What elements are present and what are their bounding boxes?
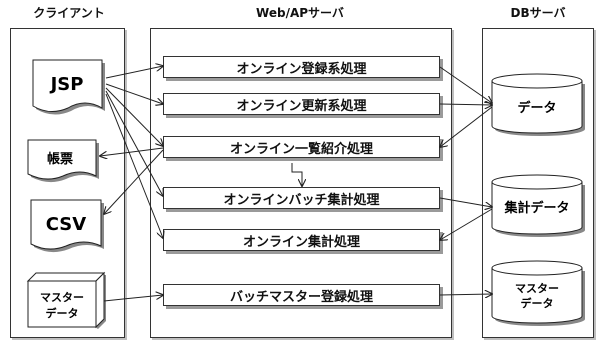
report-label: 帳票 (47, 151, 73, 167)
web-column-title: Web/APサーバ (256, 6, 344, 20)
master-data-label-2: データ (46, 306, 79, 320)
master-data-label-1: マスター (40, 291, 84, 304)
arrow-db-to-summary (440, 208, 493, 240)
db-summary-label: 集計データ (503, 200, 569, 216)
csv-label: CSV (46, 214, 87, 235)
arrow-update-to-db (439, 104, 492, 105)
jsp-document: JSP (32, 59, 105, 115)
db-column-title: DBサーバ (510, 6, 566, 20)
db-summary-cylinder: 集計データ (491, 174, 585, 237)
process-online-update: オンライン更新系処理 (163, 93, 440, 115)
arrow-jsp-to-list (105, 87, 163, 146)
process-online-list: オンライン一覧紹介処理 (163, 136, 440, 158)
jsp-label: JSP (49, 74, 84, 95)
db-data-label: データ (517, 100, 556, 116)
process-batch-master-register: バッチマスター登録処理 (163, 284, 440, 306)
db-data-cylinder: データ (491, 73, 585, 136)
arrow-jsp-to-summary (105, 93, 163, 238)
csv-document: CSV (30, 199, 104, 253)
arrow-register-to-db (439, 66, 492, 103)
arrow-list-to-batch-summary (291, 163, 302, 186)
process-online-batch-summary: オンラインバッチ集計処理 (163, 187, 440, 209)
db-master-label-1: マスター (515, 282, 559, 295)
arrow-master-to-batch-master (103, 295, 163, 302)
client-column-title: クライアント (33, 6, 105, 20)
arrow-jsp-to-batch-summary (105, 90, 163, 196)
report-document: 帳票 (27, 139, 99, 183)
arrow-list-to-csv (104, 149, 164, 214)
arrow-list-to-report (100, 147, 164, 156)
arrow-batch-summary-to-db (439, 197, 492, 207)
arrow-db-to-list (440, 106, 493, 147)
master-data-box: マスター データ (26, 271, 106, 329)
db-master-label-2: データ (521, 296, 554, 310)
arrow-jsp-to-register (105, 66, 163, 79)
arrow-batch-master-to-db (439, 294, 492, 295)
db-master-cylinder: マスター データ (491, 260, 585, 326)
process-online-register: オンライン登録系処理 (163, 56, 440, 78)
arrow-jsp-to-update (105, 83, 163, 104)
